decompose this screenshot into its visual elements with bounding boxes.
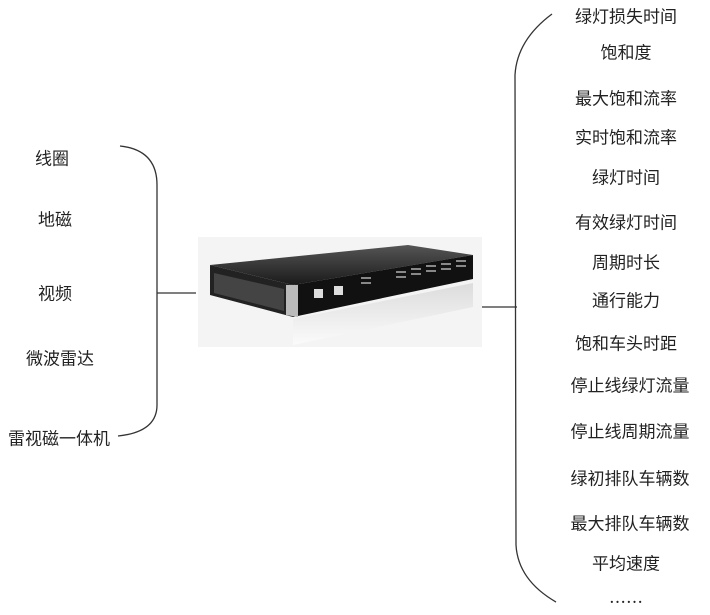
output-label: 停止线周期流量 [570, 422, 690, 443]
output-label: 绿初排队车辆数 [570, 469, 690, 490]
input-label-loop: 线圈 [35, 149, 69, 170]
output-ellipsis: …… [609, 588, 643, 608]
output-label: 实时饱和流率 [575, 128, 677, 149]
output-label: 饱和车头时距 [575, 334, 677, 355]
output-label: 饱和度 [600, 43, 652, 64]
output-label: 绿灯时间 [592, 168, 660, 189]
input-label-geomagnetic: 地磁 [38, 210, 72, 231]
output-label: 绿灯损失时间 [575, 7, 677, 28]
signal-controller-device-icon [198, 237, 482, 347]
output-label: 停止线绿灯流量 [570, 376, 690, 397]
input-label-microwave-radar: 微波雷达 [26, 349, 94, 370]
right-brace [514, 13, 557, 603]
output-label: 周期时长 [592, 253, 660, 274]
output-label: 平均速度 [592, 554, 660, 575]
input-label-video: 视频 [38, 284, 72, 305]
output-label: 有效绿灯时间 [575, 213, 677, 234]
output-label: 通行能力 [592, 291, 660, 312]
input-label-radar-video-magnetic: 雷视磁一体机 [8, 429, 110, 450]
output-label: 最大饱和流率 [575, 89, 677, 110]
left-brace [117, 145, 158, 437]
output-label: 最大排队车辆数 [570, 514, 690, 535]
